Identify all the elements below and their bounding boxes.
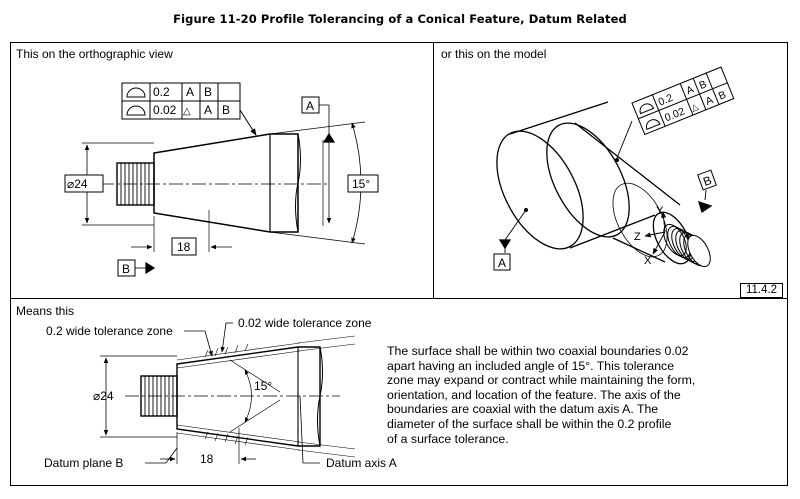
datum-triangle-icon (322, 132, 336, 143)
description-line: of a surface tolerance. (387, 431, 509, 446)
model-fcf2-datum2: B (717, 89, 728, 103)
zone-wide-label: 0.2 wide tolerance zone (46, 324, 173, 338)
description-line: diameter of the surface shall be within … (387, 416, 672, 431)
means-length-label: 18 (200, 452, 214, 466)
axis-x-label: X (644, 255, 652, 267)
description-line: orientation, and location of the feature… (387, 387, 681, 402)
profile-surface-icon (126, 87, 146, 98)
profile-surface-icon (645, 119, 661, 130)
angle-label: 15° (352, 177, 370, 191)
fcf1-datum1: A (186, 85, 194, 99)
datum-triangle-icon (145, 261, 156, 275)
diameter-label: ⌀24 (67, 177, 88, 191)
datum-plane-label: Datum plane B (44, 456, 123, 470)
zone-narrow-label: 0.02 wide tolerance zone (238, 316, 372, 330)
model-fcf2-datum1: A (704, 94, 715, 108)
model-fcf1-tol: 0.2 (657, 92, 675, 109)
means-diameter-label: ⌀24 (93, 389, 114, 403)
description-line: The surface shall be within two coaxial … (387, 344, 689, 358)
panel-divider-vertical (433, 42, 434, 298)
orthographic-view (64, 82, 379, 277)
fcf2-datum1: A (204, 103, 212, 117)
feature-control-frame-left (121, 82, 257, 136)
fcf2-modifier: △ (183, 106, 191, 117)
model-fcf2-modifier: △ (689, 101, 699, 113)
datum-axis-label: Datum axis A (326, 456, 397, 470)
model-heading: or this on the model (441, 47, 547, 61)
description-line: zone may expand or contract while mainta… (387, 373, 696, 388)
length-label: 18 (177, 240, 191, 254)
profile-surface-icon (126, 105, 146, 116)
means-this-drawing (100, 322, 356, 464)
fcf1-datum2: B (204, 85, 212, 99)
fcf2-tol: 0.02 (153, 103, 177, 117)
datum-b-label: B (122, 262, 130, 276)
datum-triangle-icon (498, 239, 512, 250)
fcf2-datum2: B (222, 103, 230, 117)
datum-triangle-icon (698, 200, 713, 214)
panel-divider-horizontal (10, 298, 788, 299)
axis-y-label: Y (656, 205, 664, 217)
means-this-labels: 0.2 wide tolerance zone 0.02 wide tolera… (44, 316, 397, 470)
reference-number: 11.4.2 (740, 283, 783, 298)
model-fcf1-datum2: B (697, 78, 708, 92)
fcf1-tol: 0.2 (153, 85, 170, 99)
axis-z-label: Z (634, 231, 641, 243)
feature-control-frame-right (631, 66, 735, 136)
description-line: apart having an included angle of 15°. T… (387, 358, 675, 373)
orthographic-labels: 0.2 A B 0.02 △ A B A B ⌀24 18 15° (67, 85, 370, 276)
model-fcf1-datum1: A (684, 83, 695, 97)
means-angle-label: 15° (254, 379, 272, 393)
description-line: boundaries are coaxial with the datum ax… (387, 402, 659, 417)
model-datum-a: A (498, 256, 506, 270)
orthographic-heading: This on the orthographic view (16, 47, 173, 61)
datum-a-label: A (306, 99, 314, 113)
means-this-description: The surface shall be within two coaxial … (387, 344, 757, 446)
figure-frame (10, 42, 788, 486)
means-this-heading: Means this (16, 304, 75, 318)
profile-surface-icon (639, 103, 655, 115)
model-view (493, 66, 735, 271)
figure-title: Figure 11-20 Profile Tolerancing of a Co… (173, 12, 627, 26)
